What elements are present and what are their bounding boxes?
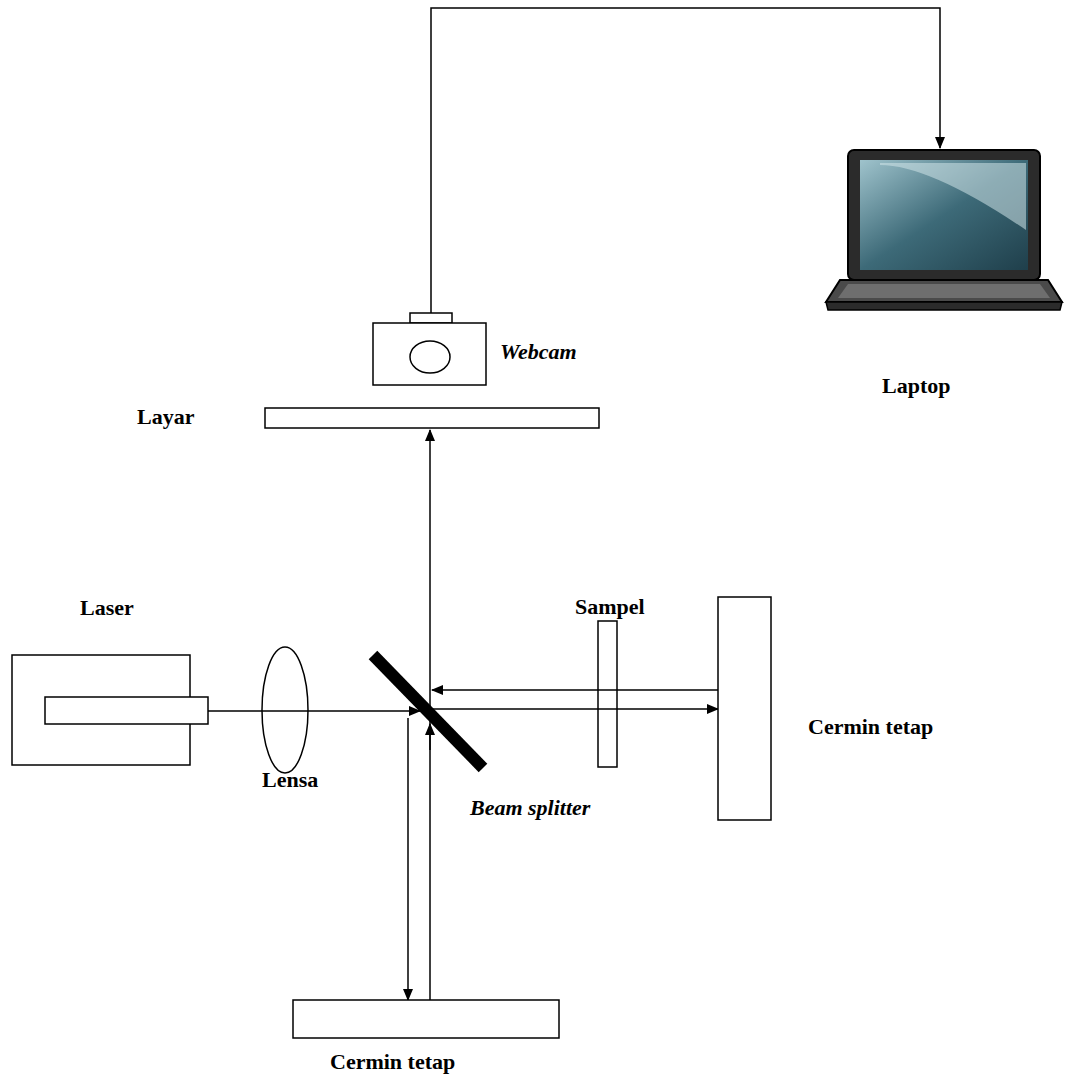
mirror-label: Cermin tetap [808,715,933,739]
fixed-mirror [718,597,771,820]
laptop-icon [826,150,1062,310]
laptop-label: Laptop [882,374,950,398]
fixed-mirror [293,1000,559,1038]
screen-layar [265,408,599,428]
laser-source [12,655,208,765]
mirror-label: Cermin tetap [330,1050,455,1074]
sample-label: Sampel [575,595,645,619]
webcam-label: Webcam [500,340,577,364]
sample-plate [598,621,617,767]
beam-splitter [373,655,483,768]
light-beams [208,430,728,1000]
webcam-icon [373,313,486,385]
screen-label: Layar [137,405,194,429]
convex-lens [262,647,308,773]
beam-splitter-label: Beam splitter [470,796,590,820]
lens-label: Lensa [262,768,318,792]
laser-label: Laser [80,596,134,620]
